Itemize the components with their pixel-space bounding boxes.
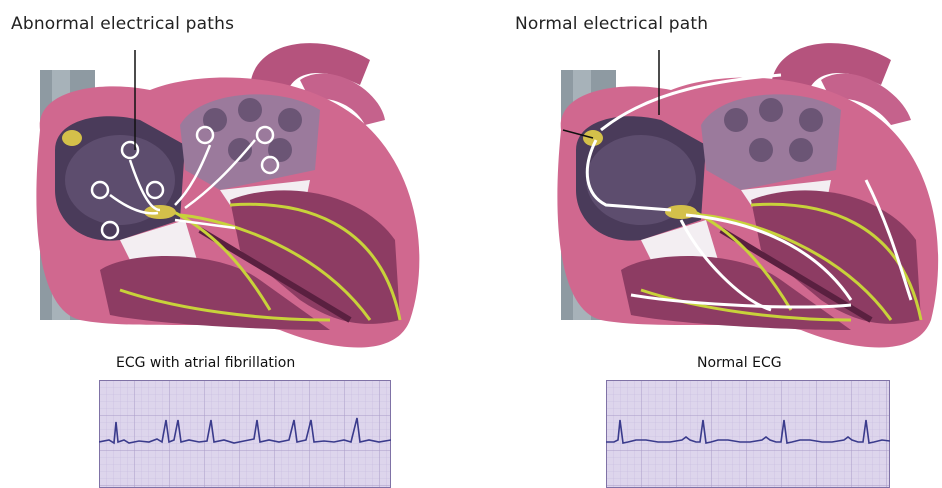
abnormal-heart-illustration	[0, 30, 471, 350]
normal-ecg-label: Normal ECG	[697, 355, 782, 371]
sa-node	[62, 130, 82, 146]
abnormal-panel: Abnormal electrical paths	[0, 0, 471, 488]
abnormal-ecg-label: ECG with atrial fibrillation	[116, 355, 295, 371]
afib-ecg-strip	[99, 380, 391, 488]
normal-ecg-strip	[606, 380, 890, 488]
normal-heart-illustration	[471, 30, 942, 350]
normal-panel: Normal electrical path Normal ECG	[471, 0, 942, 488]
